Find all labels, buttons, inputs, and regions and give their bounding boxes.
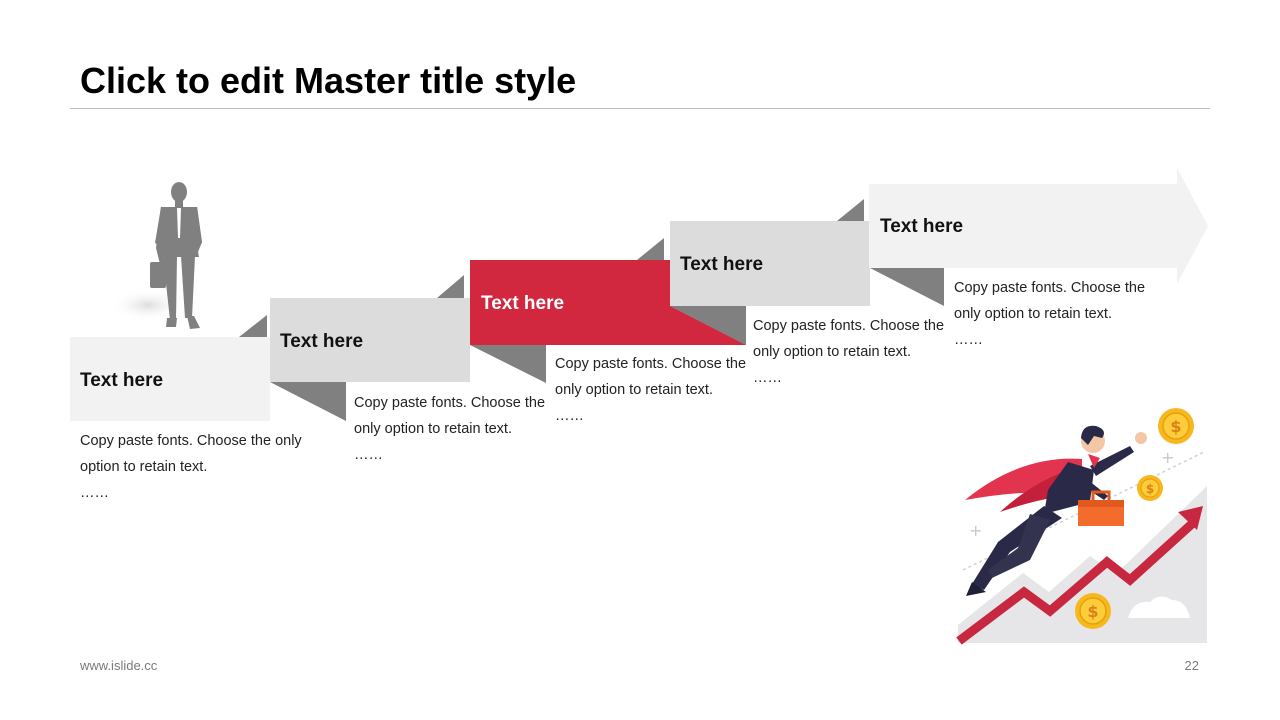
- step-4-ellipsis: ……: [753, 370, 782, 386]
- title-divider: [70, 108, 1210, 109]
- footer-url: www.islide.cc: [80, 658, 158, 673]
- step-2-title[interactable]: Text here: [280, 331, 364, 352]
- step-5-ellipsis: ……: [954, 332, 983, 348]
- step-5-description[interactable]: Copy paste fonts. Choose the only option…: [954, 280, 1146, 322]
- coin-icon-2: $: [1137, 475, 1163, 501]
- step-5-arrow-shape: [869, 168, 1208, 306]
- step-3-ellipsis: ……: [555, 408, 584, 424]
- svg-text:$: $: [1146, 482, 1154, 496]
- coin-icon-1: $: [1158, 408, 1194, 444]
- step-5-description-block: Copy paste fonts. Choose the only option…: [954, 275, 1159, 353]
- slide-title[interactable]: Click to edit Master title style: [80, 60, 577, 101]
- step-2-ellipsis: ……: [354, 447, 383, 463]
- svg-text:$: $: [1087, 602, 1098, 621]
- step-2-description[interactable]: Copy paste fonts. Choose the only option…: [354, 395, 546, 437]
- step-3-description[interactable]: Copy paste fonts. Choose the only option…: [555, 356, 747, 398]
- coin-icon-3: $: [1075, 593, 1111, 629]
- step-3-shape: [470, 238, 746, 383]
- step-3-title[interactable]: Text here: [481, 293, 565, 314]
- step-5-title[interactable]: Text here: [880, 216, 964, 237]
- step-4-shape: [670, 199, 870, 345]
- step-1-title[interactable]: Text here: [80, 370, 164, 391]
- svg-text:+: +: [969, 521, 982, 540]
- step-4-description-block: Copy paste fonts. Choose the only option…: [753, 313, 945, 391]
- step-4-title[interactable]: Text here: [680, 254, 764, 275]
- flying-businessman-icon: [965, 425, 1147, 596]
- svg-text:+: +: [1161, 448, 1174, 467]
- page-number: 22: [1184, 658, 1199, 673]
- svg-text:$: $: [1170, 417, 1181, 436]
- step-1-description-block: Copy paste fonts. Choose the only option…: [80, 428, 315, 506]
- step-1-ellipsis: ……: [80, 485, 109, 501]
- step-1-description[interactable]: Copy paste fonts. Choose the only option…: [80, 433, 302, 475]
- growth-illustration: + + $ $ $: [956, 408, 1207, 645]
- step-1-shape: [70, 315, 270, 421]
- step-4-description[interactable]: Copy paste fonts. Choose the only option…: [753, 318, 945, 360]
- businessman-silhouette-icon: [110, 182, 202, 329]
- step-3-description-block: Copy paste fonts. Choose the only option…: [555, 351, 747, 429]
- step-2-shape: [270, 275, 470, 421]
- step-2-description-block: Copy paste fonts. Choose the only option…: [354, 390, 546, 468]
